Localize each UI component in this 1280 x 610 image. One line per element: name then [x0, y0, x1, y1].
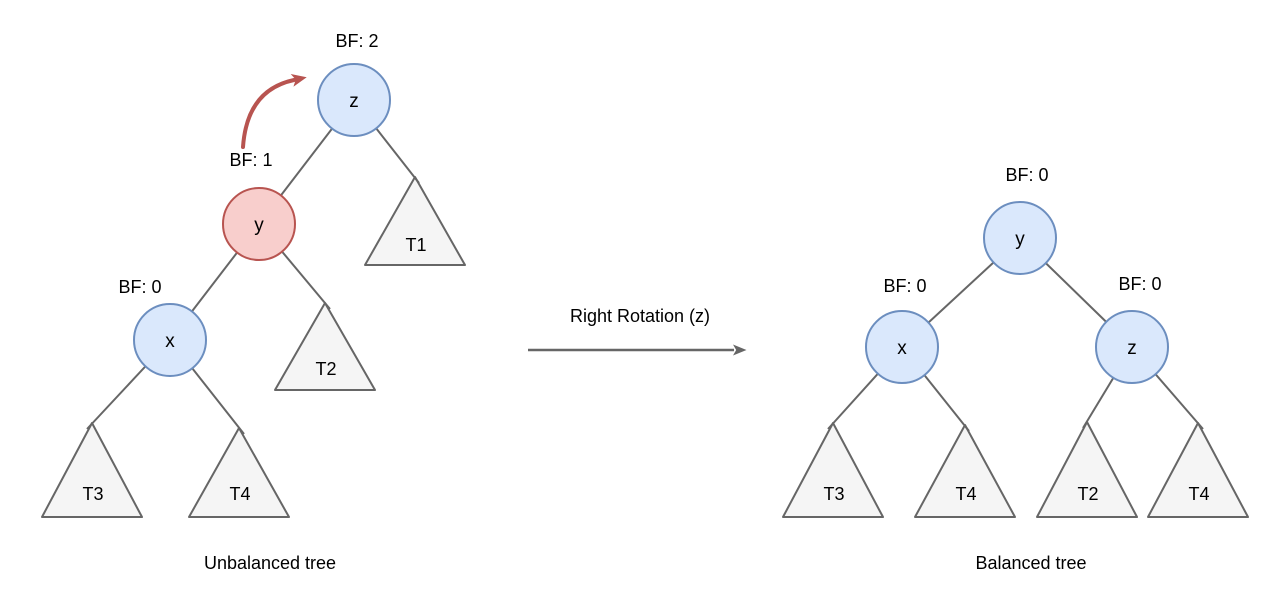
- unbalanced-subtrees: [41, 176, 466, 518]
- node-x-balanced-circle: [865, 310, 939, 384]
- bf-label-y-balanced: BF: 0: [1005, 165, 1048, 185]
- subtree-T3-shape: [41, 422, 143, 518]
- subtree-T1-label: T1: [405, 235, 426, 255]
- bf-label-x-balanced: BF: 0: [883, 276, 926, 296]
- subtree-T4b-shape: [914, 424, 1016, 518]
- node-x-balanced-label: x: [897, 338, 907, 359]
- transition-label: Right Rotation (z): [570, 306, 710, 326]
- balanced-labels: BF: 0 BF: 0 BF: 0 y x z T3 T4 T2 T4 Bala…: [823, 165, 1209, 573]
- subtree-T4-shape: [188, 427, 290, 518]
- caption-unbalanced: Unbalanced tree: [204, 553, 336, 573]
- subtree-T2-label: T2: [315, 359, 336, 379]
- bf-label-z-balanced: BF: 0: [1118, 274, 1161, 294]
- unbalanced-labels: BF: 2 BF: 1 BF: 0 z y x T1 T2 T3 T4 Unba…: [82, 31, 426, 573]
- subtree-T3b-label: T3: [823, 484, 844, 504]
- node-x-label: x: [165, 331, 175, 352]
- bf-label-y: BF: 1: [229, 150, 272, 170]
- node-z-balanced-circle: [1095, 310, 1169, 384]
- node-y-balanced-circle: [983, 201, 1057, 275]
- subtree-T4-label: T4: [229, 484, 250, 504]
- subtree-T3-label: T3: [82, 484, 103, 504]
- node-y-circle: [222, 187, 296, 261]
- subtree-T2b-shape: [1036, 421, 1138, 518]
- subtree-T3b-shape: [782, 422, 884, 518]
- node-y-balanced-label: y: [1015, 229, 1025, 250]
- subtree-T4c-label: T4: [1188, 484, 1209, 504]
- node-y-label: y: [254, 215, 264, 236]
- balanced-nodes: [865, 201, 1169, 384]
- node-x-circle: [133, 303, 207, 377]
- subtree-T2-shape: [274, 302, 376, 391]
- node-z-balanced-label: z: [1127, 338, 1137, 359]
- caption-balanced: Balanced tree: [975, 553, 1086, 573]
- subtree-T2b-label: T2: [1077, 484, 1098, 504]
- node-z-circle: [317, 63, 391, 137]
- rotation-arrow: [241, 74, 307, 149]
- balanced-subtrees: [782, 421, 1249, 518]
- subtree-T4c-shape: [1147, 422, 1249, 518]
- bf-label-z: BF: 2: [335, 31, 378, 51]
- transition: Right Rotation (z): [528, 306, 747, 356]
- subtree-T4b-label: T4: [955, 484, 976, 504]
- bf-label-x: BF: 0: [118, 277, 161, 297]
- subtree-T1-shape: [364, 176, 466, 266]
- unbalanced-nodes: [133, 63, 391, 377]
- node-z-label: z: [349, 91, 359, 112]
